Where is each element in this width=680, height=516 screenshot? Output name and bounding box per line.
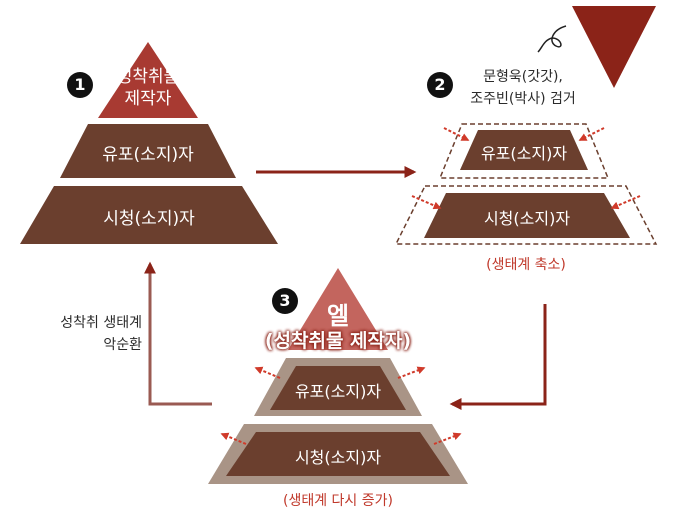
stage1-badge: 1 — [67, 72, 93, 98]
stage3-middle-label: 유포(소지)자 — [294, 382, 382, 401]
stage3-apex-label-line1: 엘 — [326, 302, 350, 330]
stage3-apex-label-line2: (성착취물 제작자) — [264, 330, 412, 352]
stage3-caption: (생태계 다시 증가) — [283, 493, 393, 509]
stage2-note: 문형욱(갓갓), 조주빈(박사) 검거 — [458, 66, 588, 110]
stage1-middle-tier — [60, 124, 236, 178]
stage2-middle-halo — [438, 123, 610, 179]
stage2-middle-tier — [460, 130, 588, 170]
stage3-outward-arrow — [220, 432, 247, 445]
stage2-inward-arrow — [443, 127, 470, 141]
arrow-stage2-to-stage3 — [449, 304, 547, 410]
stage2-bottom-tier — [424, 193, 630, 238]
stage2-note-line2: 조주빈(박사) 검거 — [470, 91, 576, 107]
stage2-bottom-halo — [394, 185, 658, 245]
stage2-bottom-label: 시청(소지)자 — [483, 209, 571, 228]
stage1-bottom-tier — [20, 186, 278, 244]
stage1-middle-label: 유포(소지)자 — [102, 145, 194, 165]
stage3-apex-triangle — [288, 268, 388, 350]
removal-squiggle — [537, 25, 567, 53]
cycle-note: 성착취 생태계 악순환 — [30, 312, 142, 356]
cycle-note-line1: 성착취 생태계 — [60, 315, 142, 331]
stage2-removed-apex — [572, 6, 656, 88]
stage3-bottom-tier — [226, 432, 450, 476]
stage2-badge: 2 — [427, 72, 453, 98]
stage3-bottom-label: 시청(소지)자 — [294, 448, 382, 467]
arrow-stage3-to-stage1 — [144, 261, 212, 406]
stage2-inward-arrow — [578, 127, 605, 141]
stage1-apex-label: 성착취물 제작자 — [98, 66, 198, 110]
stage2-note-line1: 문형욱(갓갓), — [483, 69, 563, 85]
stage3-outward-arrow — [254, 366, 281, 379]
cycle-note-line2: 악순환 — [103, 337, 142, 353]
stage1-apex-label-line1: 성착취물 — [116, 67, 180, 87]
stage1-bottom-label: 시청(소지)자 — [103, 209, 195, 229]
stage3-middle-tier — [270, 366, 406, 410]
stage2-inward-arrow — [411, 195, 442, 210]
stage1-apex-label-line2: 제작자 — [124, 89, 172, 109]
stage2-caption: (생태계 축소) — [486, 257, 566, 273]
stage3-outward-arrow — [397, 366, 426, 379]
stage2-inward-arrow — [610, 195, 641, 210]
stage3-badge: 3 — [272, 288, 298, 314]
stage2-middle-label: 유포(소지)자 — [480, 144, 568, 163]
stage1-apex-triangle — [98, 42, 198, 118]
